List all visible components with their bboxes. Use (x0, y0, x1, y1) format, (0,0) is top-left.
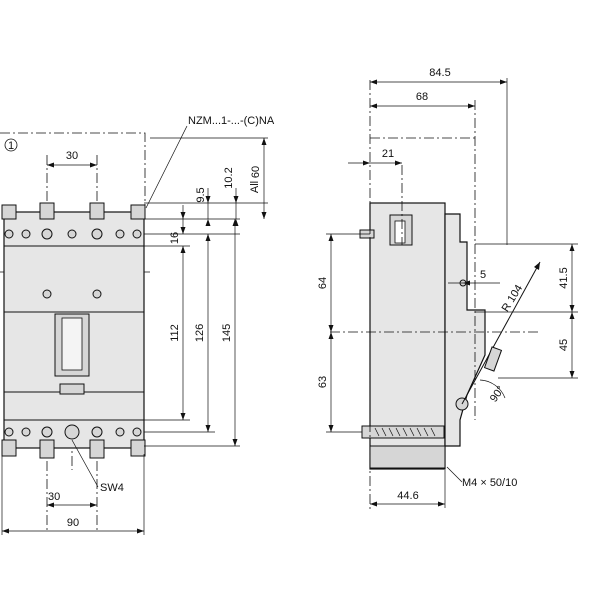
label-sw4: SW4 (100, 482, 124, 494)
dim-9-5: 9.5 (195, 187, 207, 202)
dim-16: 16 (169, 232, 181, 244)
terminal (39, 439, 55, 459)
side-body (369, 202, 446, 470)
screws-top (4, 228, 142, 240)
dim-84-5: 84.5 (429, 67, 450, 79)
screw (42, 289, 52, 299)
marker-label: 1 (8, 140, 14, 152)
terminal (1, 439, 17, 457)
leader-sw4 (71, 439, 99, 488)
terminal (89, 202, 105, 220)
side-profile (444, 213, 486, 447)
dim-44-6: 44.6 (397, 490, 418, 502)
dim-r104: R 104 (500, 283, 526, 314)
angle-arc (479, 379, 506, 399)
screw (92, 289, 102, 299)
dim-45: 45 (558, 339, 570, 351)
terminal (130, 204, 146, 220)
dim-63: 63 (317, 376, 329, 388)
dim-145: 145 (221, 324, 233, 342)
side-view: 84.5 68 21 64 63 44.6 41.5 45 5 (317, 67, 578, 510)
side-base (369, 445, 446, 469)
label-m4: M4 × 50/10 (462, 477, 517, 489)
dim-angle: 90° (488, 384, 507, 405)
handle-base (59, 383, 85, 395)
side-handle (483, 346, 503, 372)
terminal (130, 439, 146, 457)
handle-lever (61, 317, 83, 371)
terminal-slot (394, 220, 406, 244)
terminal (1, 204, 17, 220)
dim-68: 68 (416, 91, 428, 103)
front-view: 1 30 30 90 112 126 145 (0, 115, 275, 535)
dim-60: 60 (250, 166, 262, 178)
marker-circle (4, 138, 18, 152)
dim-5: 5 (480, 269, 486, 281)
dim-10-2: 10.2 (223, 167, 235, 188)
dim-126: 126 (194, 324, 206, 342)
dim-112: 112 (169, 324, 181, 342)
screws-bottom (4, 424, 142, 440)
dim-21: 21 (382, 148, 394, 160)
thread-hatch (374, 427, 436, 437)
outline-frame (0, 132, 146, 210)
leader-m4 (446, 466, 463, 483)
side-screw (361, 425, 445, 439)
dim-60-sub: All (249, 181, 261, 193)
label-nzm: NZM...1-...-(C)NA (188, 115, 275, 127)
dim-64: 64 (317, 277, 329, 289)
dim-30-top: 30 (66, 150, 78, 162)
leader-nzm (145, 125, 188, 209)
terminal (39, 202, 55, 220)
dim-30-bottom: 30 (48, 491, 60, 503)
dim-90: 90 (67, 517, 79, 529)
terminal (89, 439, 105, 459)
handle-radius-line (461, 261, 541, 405)
dim-41-5: 41.5 (558, 267, 570, 288)
